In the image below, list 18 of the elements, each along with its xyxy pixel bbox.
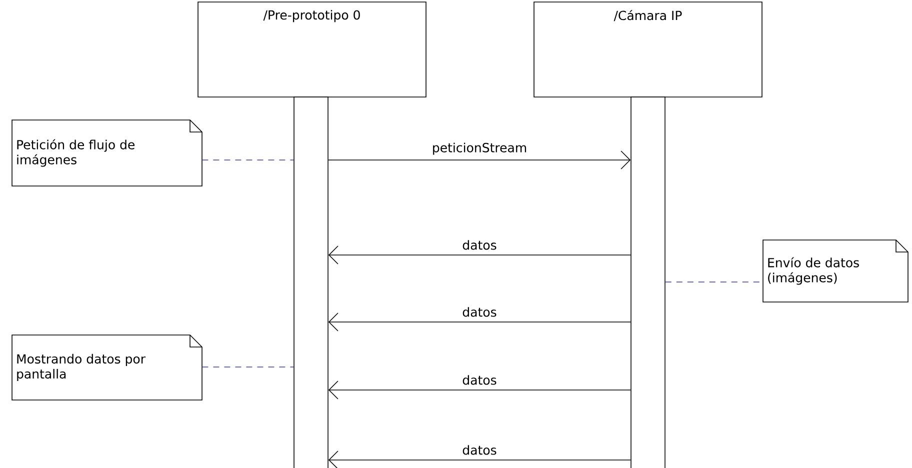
- message-arrow: [328, 450, 631, 468]
- activation-bar: [294, 96, 328, 468]
- note: Petición de flujo de imágenes: [12, 120, 202, 186]
- message-arrow: [328, 380, 631, 400]
- message-arrow: [328, 246, 631, 264]
- message-label: datos: [462, 307, 496, 317]
- activation-bar: [630, 96, 666, 468]
- message-label: datos: [462, 375, 496, 385]
- message-label: datos: [462, 240, 496, 250]
- lifeline-box: /Cámara IP: [534, 2, 762, 98]
- lifeline-box: /Pre-prototipo 0: [198, 2, 426, 98]
- note: Envío de datos (imágenes): [762, 240, 908, 302]
- message-label: datos: [462, 445, 496, 455]
- message-arrow: [328, 150, 631, 170]
- note-connector: [202, 366, 294, 368]
- message-arrow: [328, 312, 631, 332]
- message-label: peticionStream: [433, 142, 526, 155]
- note: Mostrando datos por pantalla: [12, 334, 202, 400]
